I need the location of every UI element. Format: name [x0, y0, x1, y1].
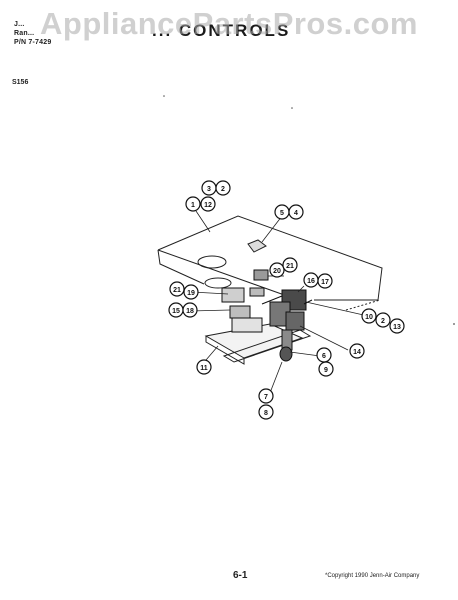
svg-text:19: 19 [187, 290, 195, 297]
page-number: 6-1 [233, 570, 248, 581]
callout-4: 4 [288, 204, 304, 220]
callout-15: 15 [168, 302, 184, 318]
svg-text:18: 18 [186, 308, 194, 315]
control-cluster [221, 269, 313, 362]
copyright-notice: *Copyright 1990 Jenn-Air Company [325, 573, 420, 579]
svg-text:8: 8 [264, 410, 268, 417]
callout-21: 21 [282, 257, 298, 273]
svg-text:2: 2 [221, 186, 225, 193]
svg-text:2: 2 [381, 318, 385, 325]
speck [291, 107, 293, 109]
svg-text:7: 7 [264, 394, 268, 401]
svg-text:4: 4 [294, 210, 298, 217]
page-title: ... CONTROLS [152, 21, 291, 40]
svg-text:1: 1 [191, 202, 195, 209]
svg-text:9: 9 [324, 367, 328, 374]
callout-7: 7 [258, 388, 274, 404]
callout-10: 10 [361, 308, 377, 324]
svg-text:13: 13 [393, 324, 401, 331]
svg-text:3: 3 [207, 186, 211, 193]
watermark: AppliancePartsPros.com [40, 6, 418, 41]
callout-16: 16 [303, 272, 319, 288]
svg-text:14: 14 [353, 349, 361, 356]
callout-17: 17 [317, 273, 333, 289]
callout-2: 2 [215, 180, 231, 196]
svg-text:5: 5 [280, 210, 284, 217]
svg-text:10: 10 [365, 314, 373, 321]
callout-3: 3 [201, 180, 217, 196]
callout-14: 14 [349, 343, 365, 359]
svg-text:21: 21 [173, 287, 181, 294]
speck [453, 323, 455, 325]
speck [163, 95, 165, 97]
callout-9: 9 [318, 361, 334, 377]
svg-text:20: 20 [273, 268, 281, 275]
header-line-1: J... [14, 21, 25, 28]
svg-text:12: 12 [204, 202, 212, 209]
svg-text:16: 16 [307, 278, 315, 285]
callout-8: 8 [258, 404, 274, 420]
svg-text:6: 6 [322, 353, 326, 360]
svg-text:15: 15 [172, 308, 180, 315]
callout-19: 19 [183, 284, 199, 300]
callout-13: 13 [389, 318, 405, 334]
model-number: S156 [12, 79, 29, 86]
top-panel [157, 215, 383, 311]
header-line-2: Ran... [14, 30, 35, 37]
callout-20: 20 [269, 262, 285, 278]
svg-text:11: 11 [200, 365, 208, 372]
callout-11: 11 [196, 359, 212, 375]
callout-12: 12 [200, 196, 216, 212]
svg-text:21: 21 [286, 263, 294, 270]
callout-6: 6 [316, 347, 332, 363]
svg-text:17: 17 [321, 279, 329, 286]
callout-5: 5 [274, 204, 290, 220]
callout-2: 2 [375, 312, 391, 328]
callout-21: 21 [169, 281, 185, 297]
callout-18: 18 [182, 302, 198, 318]
callout-1: 1 [185, 196, 201, 212]
part-number: P/N 7-7429 [14, 39, 52, 46]
